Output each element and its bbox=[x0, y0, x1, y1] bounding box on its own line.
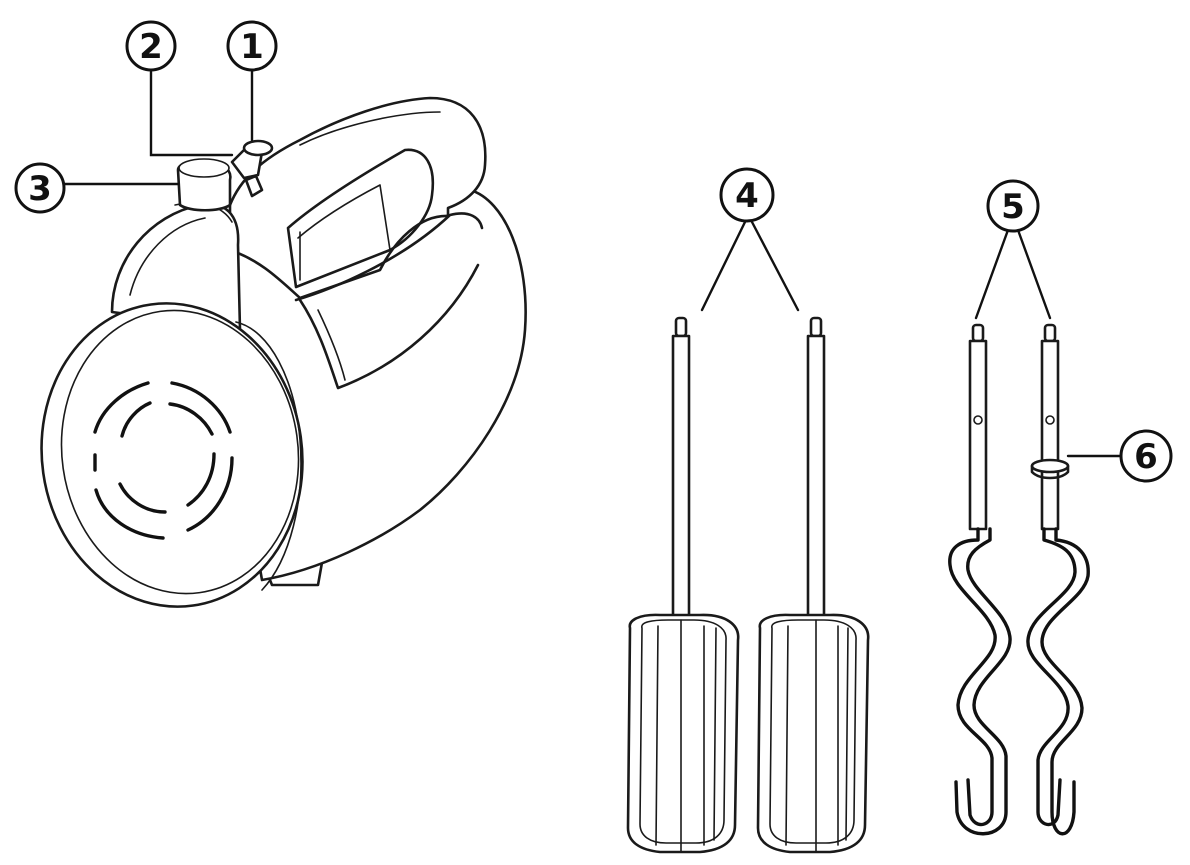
speed-controls bbox=[176, 139, 274, 212]
svg-text:1: 1 bbox=[240, 27, 264, 67]
svg-text:6: 6 bbox=[1134, 437, 1158, 477]
beater-right bbox=[756, 316, 870, 854]
leader-5b bbox=[1016, 228, 1052, 320]
svg-text:2: 2 bbox=[139, 27, 163, 67]
leader-lines bbox=[61, 68, 1122, 458]
dough-hook-right bbox=[1026, 323, 1090, 836]
leader-5a bbox=[974, 228, 1010, 320]
dough-hook-left bbox=[948, 323, 1012, 836]
svg-text:3: 3 bbox=[28, 169, 52, 209]
svg-text:4: 4 bbox=[735, 176, 759, 216]
leader-4b bbox=[750, 220, 800, 312]
vent-grille bbox=[93, 381, 234, 540]
callout-2: 2 bbox=[125, 20, 177, 72]
leader-2 bbox=[149, 68, 234, 157]
hand-mixer-body bbox=[40, 96, 527, 608]
callout-4: 4 bbox=[719, 167, 775, 223]
callout-3: 3 bbox=[14, 162, 66, 214]
beater-left bbox=[626, 316, 740, 854]
svg-text:5: 5 bbox=[1001, 187, 1025, 227]
callout-1: 1 bbox=[226, 20, 278, 72]
callout-6: 6 bbox=[1119, 429, 1173, 483]
callout-5: 5 bbox=[986, 179, 1040, 233]
leader-4a bbox=[700, 220, 747, 312]
